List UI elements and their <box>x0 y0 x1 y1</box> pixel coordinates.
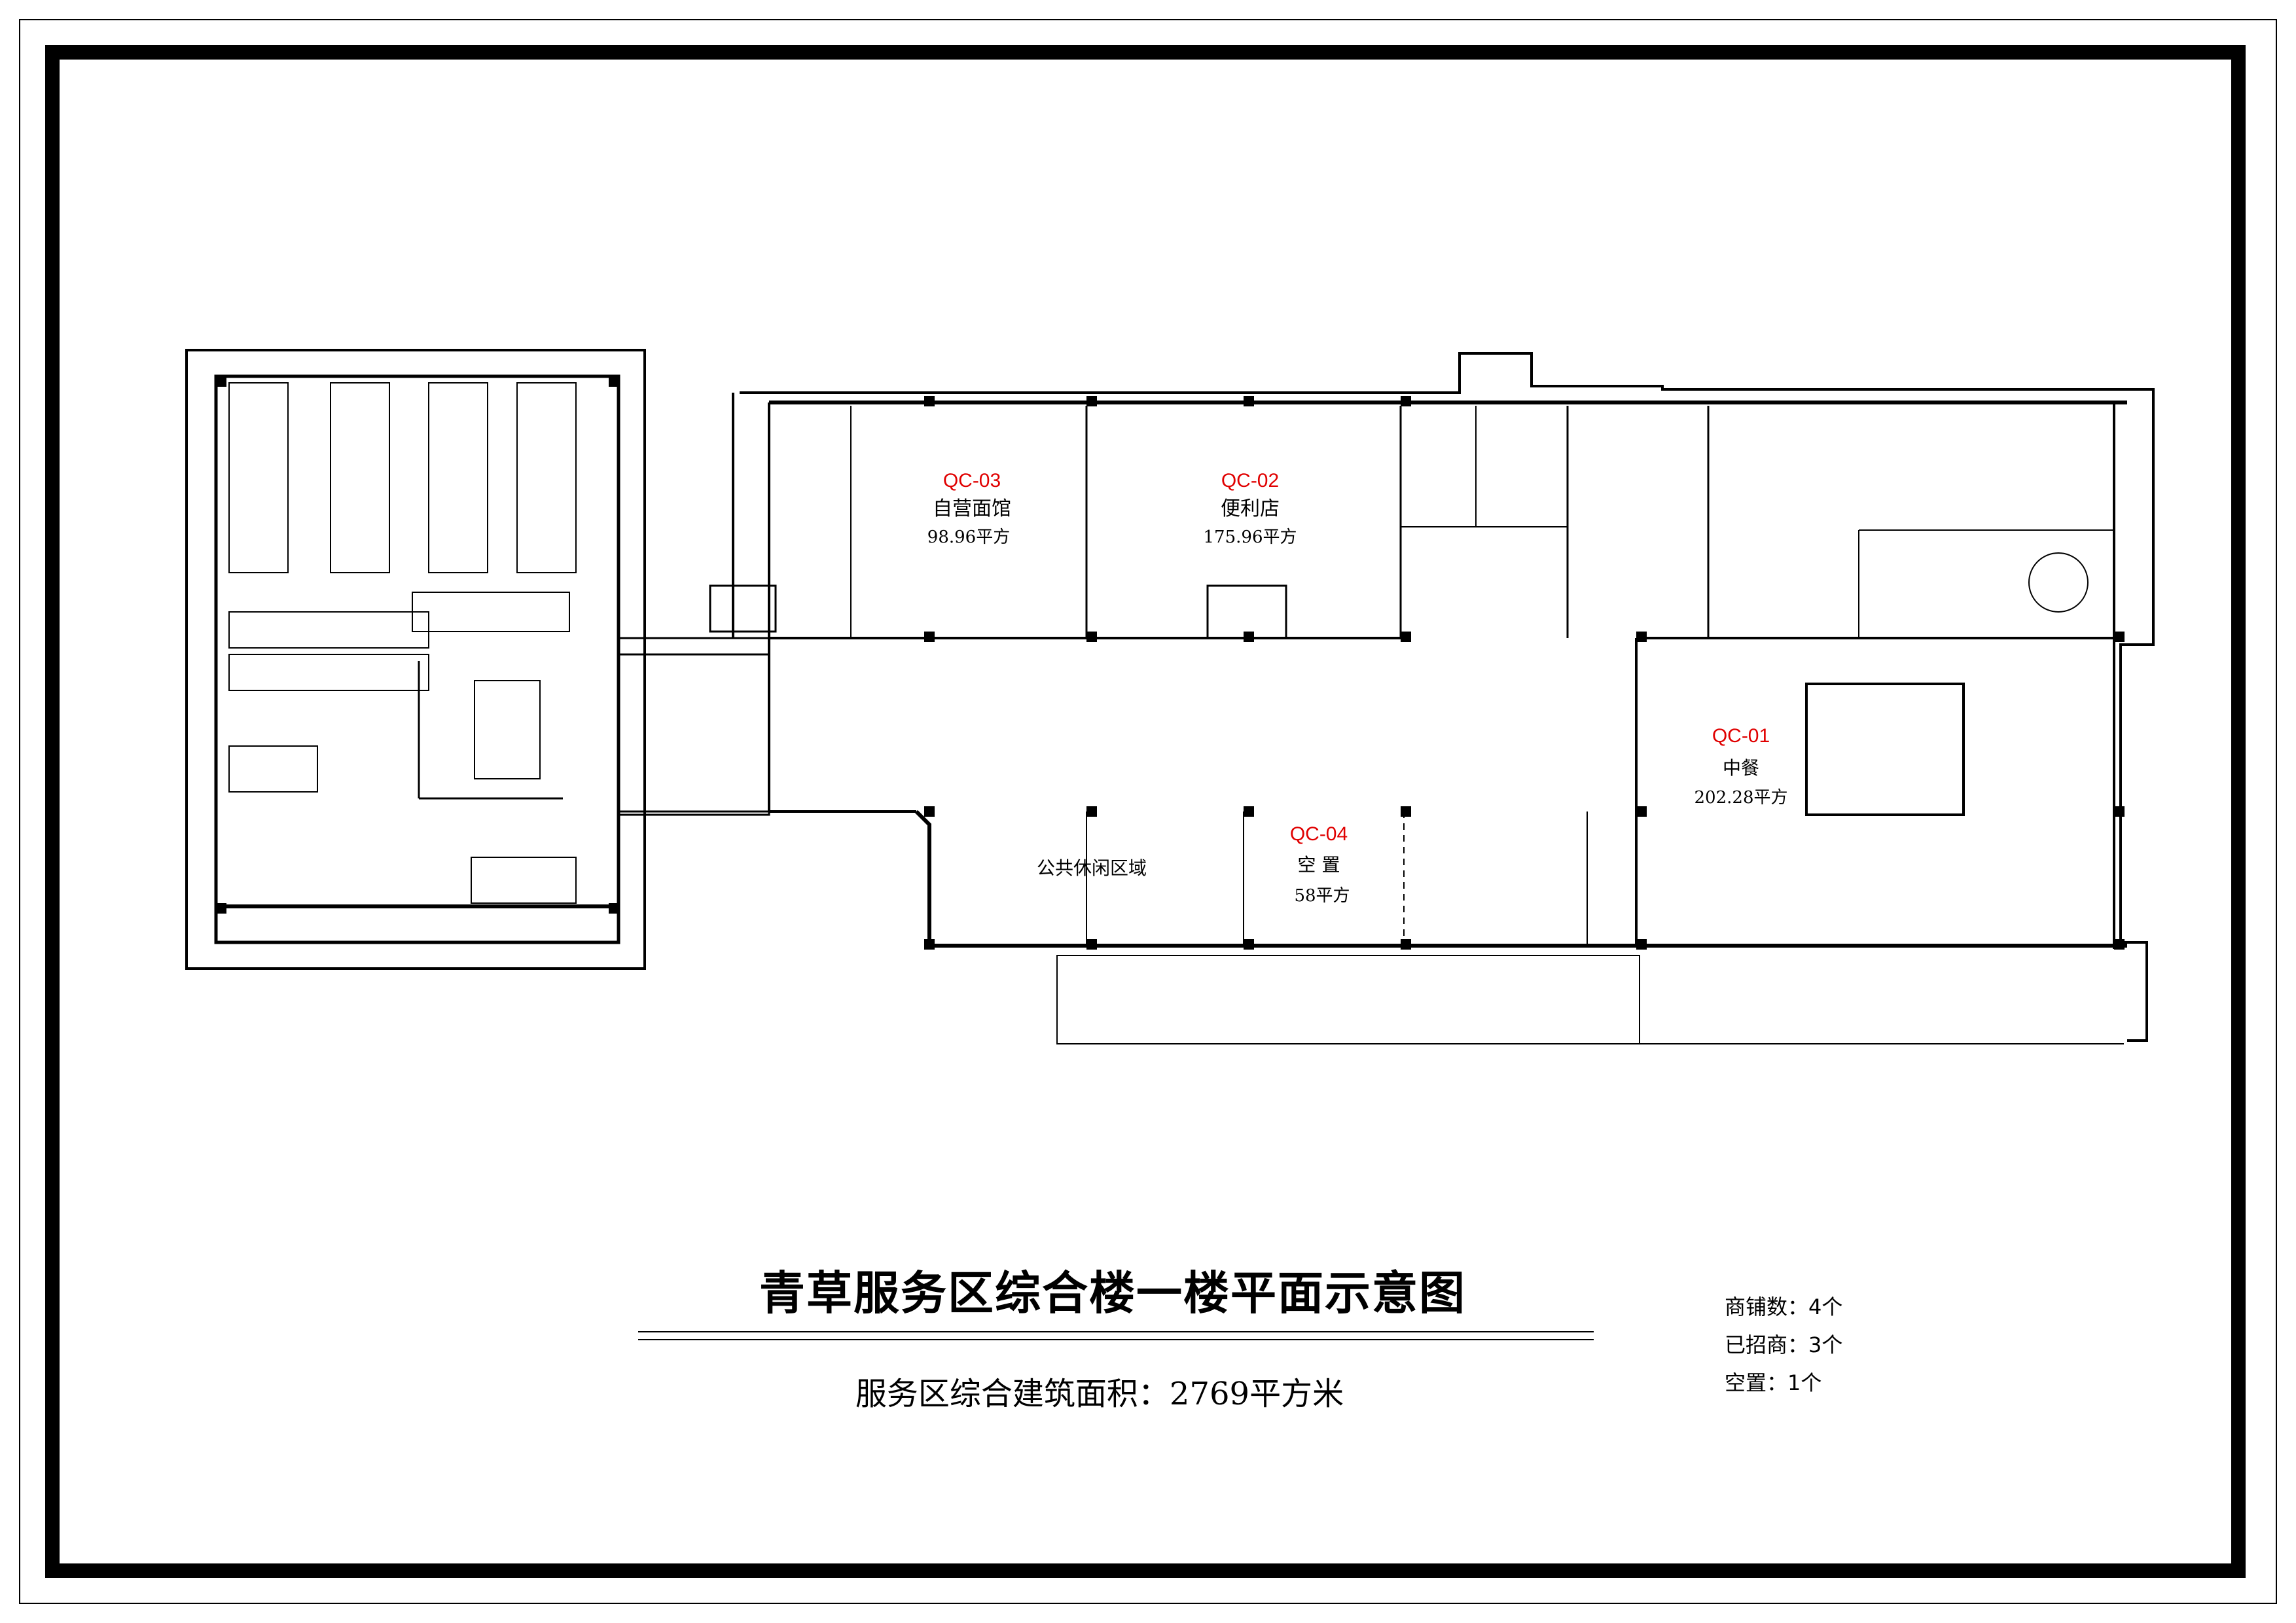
unit-area-qc02: 175.96平方 <box>1203 527 1297 547</box>
unit-code-qc03: QC-03 <box>942 470 1001 491</box>
unit-name-qc02: 便利店 <box>1221 497 1280 520</box>
outer-border <box>19 19 2277 1604</box>
connector-corridor <box>617 584 777 816</box>
unit-code-qc02: QC-02 <box>1221 470 1280 491</box>
unit-name-qc03: 自营面馆 <box>933 497 1011 520</box>
structural-columns <box>216 376 2125 950</box>
stat-leased: 已招商：3个 <box>1725 1332 1843 1357</box>
area-summary: 服务区综合建筑面积：2769平方米 <box>855 1376 1344 1412</box>
drawing-title: 青草服务区综合楼一楼平面示意图 <box>759 1266 1466 1320</box>
unit-area-qc03: 98.96平方 <box>927 527 1011 547</box>
unit-area-qc04: 58平方 <box>1294 886 1350 906</box>
main-building <box>732 352 2155 1044</box>
stat-vacant: 空置：1个 <box>1725 1370 1822 1395</box>
unit-area-qc01: 202.28平方 <box>1694 788 1788 808</box>
inner-frame <box>45 45 2246 1578</box>
public-area-label: 公共休闲区域 <box>1036 857 1147 879</box>
unit-code-qc04: QC-04 <box>1289 823 1348 845</box>
unit-code-qc01: QC-01 <box>1712 725 1770 747</box>
left-wing-toilets <box>185 349 646 970</box>
stat-shops: 商铺数：4个 <box>1725 1294 1843 1319</box>
unit-name-qc04: 空 置 <box>1297 854 1340 876</box>
unit-name-qc01: 中餐 <box>1722 757 1760 779</box>
